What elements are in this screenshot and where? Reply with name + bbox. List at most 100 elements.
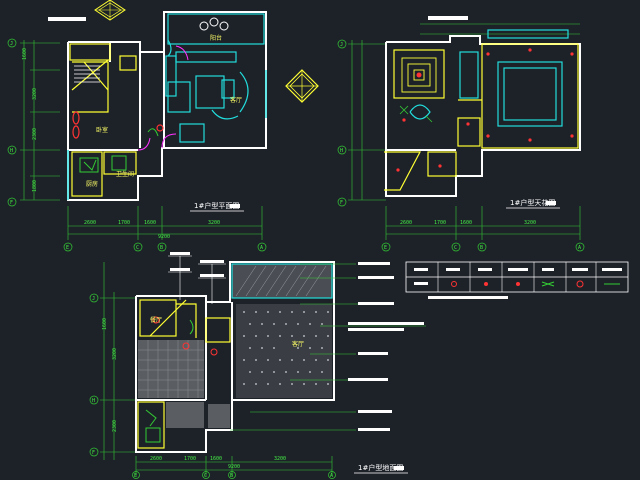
finish-callout-bars-right bbox=[348, 262, 424, 431]
dim-text: 2300 bbox=[112, 420, 118, 432]
axis-letter: A bbox=[578, 245, 581, 251]
finish-leaders-right bbox=[230, 263, 426, 431]
axis-letter: B bbox=[230, 473, 233, 479]
room-label: 餐厅 bbox=[150, 316, 162, 324]
stair-hatch bbox=[74, 65, 100, 83]
legend-symbol bbox=[576, 280, 584, 288]
axis-letter: B bbox=[160, 245, 163, 251]
downlight-icons bbox=[396, 48, 574, 172]
dim-text: 1700 bbox=[434, 220, 446, 226]
dim-text: 2300 bbox=[32, 128, 38, 140]
drawing-title: 1#户型平面图 bbox=[194, 201, 239, 210]
floor-axis-bubbles bbox=[63, 242, 267, 252]
ceiling-axis-bubbles-bottom bbox=[381, 242, 585, 252]
dim-text: 9200 bbox=[228, 464, 240, 470]
axis-letter: E bbox=[384, 245, 387, 251]
floor-dim-bottom bbox=[67, 206, 263, 240]
living-floor-pattern bbox=[243, 311, 329, 385]
dim-text: 1700 bbox=[118, 220, 130, 226]
finish-partitions bbox=[137, 299, 231, 449]
axis-letter: H bbox=[92, 398, 95, 404]
ceiling-light-icon bbox=[416, 72, 422, 78]
axis-letter: J bbox=[10, 41, 13, 47]
wall-accents bbox=[67, 70, 267, 200]
finish-red-fixtures bbox=[152, 316, 218, 356]
dim-text: 3200 bbox=[112, 348, 118, 360]
drawing-title: 1#户型地面图 bbox=[358, 463, 403, 472]
ceiling-plan: J H F bbox=[337, 16, 585, 252]
axis-letter: A bbox=[330, 473, 333, 479]
dim-text: 2600 bbox=[84, 220, 96, 226]
finish-dim-left bbox=[100, 262, 136, 460]
north-arrow-icon bbox=[285, 69, 319, 103]
balcony-floor bbox=[231, 263, 333, 299]
room-label: 卧室 bbox=[96, 126, 108, 134]
axis-letter: C bbox=[204, 473, 207, 479]
legend-symbol bbox=[484, 282, 488, 286]
balcony-chairs bbox=[199, 17, 229, 31]
axis-letter: H bbox=[340, 148, 343, 154]
room-label: 厨房 bbox=[86, 180, 98, 188]
scale-bar bbox=[394, 466, 404, 470]
legend-symbol bbox=[451, 281, 457, 287]
legend-symbol bbox=[414, 282, 428, 285]
legend-table bbox=[405, 261, 629, 299]
balcony-outline bbox=[167, 13, 265, 45]
finish-leaders-left bbox=[168, 255, 226, 304]
legend-symbol bbox=[541, 281, 555, 287]
finish-dim-bottom bbox=[135, 456, 333, 476]
axis-bubble bbox=[7, 197, 17, 207]
ceiling-axis-bubbles-left bbox=[337, 39, 347, 207]
header-label-bar bbox=[48, 17, 86, 21]
floor-finish-plan: J H F 1600 3200 2300 bbox=[89, 252, 426, 479]
legend-symbol bbox=[516, 282, 520, 286]
dim-text: 3200 bbox=[274, 456, 286, 462]
finish-walls bbox=[135, 261, 335, 453]
room-label: 卫生间 bbox=[116, 170, 134, 178]
dim-text: 1800 bbox=[32, 180, 38, 192]
floor-plan: J H F 1600 3200 2300 1800 阳台 bbox=[7, 0, 319, 252]
red-fixtures bbox=[72, 111, 164, 139]
ceiling-green-marks bbox=[399, 105, 433, 123]
dim-text: 3200 bbox=[524, 220, 536, 226]
scale-bar bbox=[546, 201, 556, 205]
cyan-furniture bbox=[165, 39, 249, 143]
axis-letter: A bbox=[260, 245, 263, 251]
finish-callout-bars-left bbox=[170, 252, 224, 277]
ceiling-partitions bbox=[384, 43, 579, 191]
dim-text: 1600 bbox=[210, 456, 222, 462]
finish-green-furniture bbox=[145, 319, 194, 443]
axis-letter: B bbox=[480, 245, 483, 251]
finish-axis-bubbles-left bbox=[89, 293, 99, 457]
legend-note bbox=[428, 296, 508, 299]
finish-axis-bubbles-bottom bbox=[132, 471, 336, 479]
dim-text: 1600 bbox=[460, 220, 472, 226]
dim-text: 1700 bbox=[184, 456, 196, 462]
axis-letter: F bbox=[340, 200, 343, 206]
axis-letter: C bbox=[454, 245, 457, 251]
axis-letter: E bbox=[134, 473, 137, 479]
tile-grid bbox=[138, 340, 230, 428]
room-label: 客厅 bbox=[292, 340, 304, 348]
axis-bubble bbox=[7, 38, 17, 48]
axis-letter: F bbox=[10, 200, 13, 206]
drawing-title: 1#户型天花图 bbox=[510, 198, 555, 207]
dim-text: 9200 bbox=[158, 234, 170, 240]
scale-bar bbox=[230, 204, 240, 208]
room-label: 客厅 bbox=[230, 96, 242, 104]
axis-bubble bbox=[7, 145, 17, 155]
green-furniture bbox=[79, 128, 159, 173]
door-swings bbox=[137, 45, 189, 151]
dim-text: 1600 bbox=[22, 48, 28, 60]
axis-letter: C bbox=[136, 245, 139, 251]
room-label: 阳台 bbox=[210, 34, 222, 42]
header-label-bar bbox=[428, 16, 468, 20]
axis-letter: H bbox=[10, 148, 13, 154]
dim-text: 2600 bbox=[150, 456, 162, 462]
floor-partitions bbox=[69, 43, 137, 197]
ceiling-cyan bbox=[409, 29, 569, 127]
ceiling-dim-bottom bbox=[385, 206, 581, 240]
dim-text: 1600 bbox=[102, 318, 108, 330]
